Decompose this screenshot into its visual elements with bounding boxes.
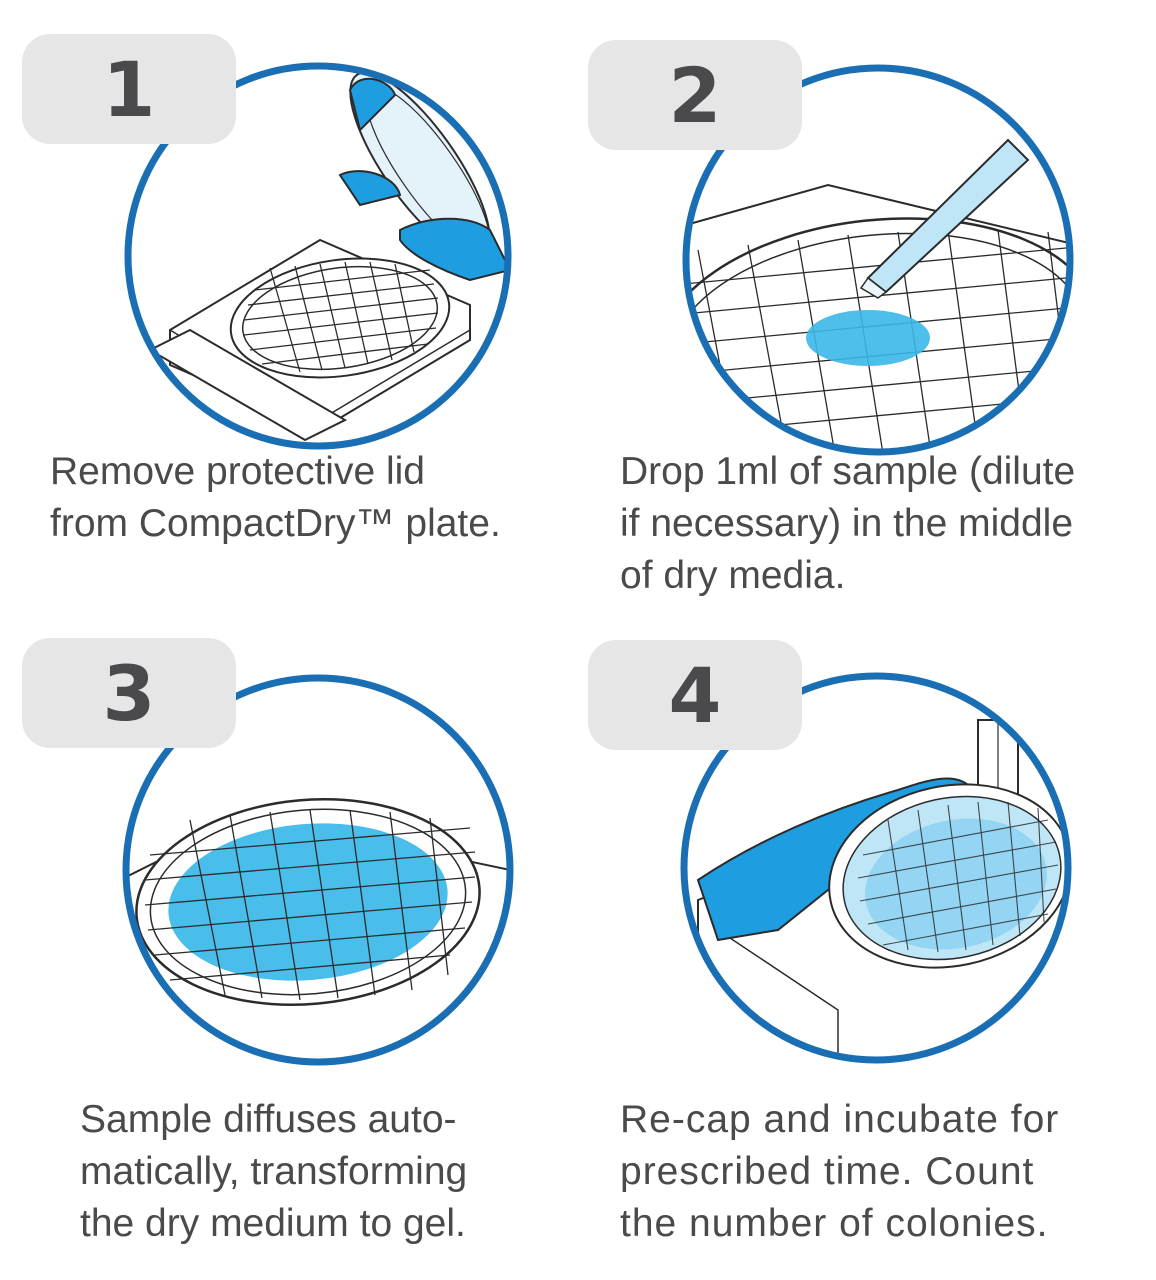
- step-4-illustration: [680, 672, 1072, 1064]
- step-number-badge: 3: [22, 638, 236, 748]
- step-number: 3: [102, 648, 156, 738]
- step-caption: Drop 1ml of sample (dilute if necessary)…: [620, 450, 1076, 597]
- step-1: 1 Remove protective lid from CompactDry™…: [0, 0, 578, 640]
- step-number-badge: 2: [588, 40, 802, 150]
- step-caption: Re-cap and incubate for prescribed time.…: [620, 1098, 1060, 1245]
- step-caption: Sample diffuses auto- matically, transfo…: [80, 1098, 468, 1245]
- step-number: 1: [102, 44, 156, 134]
- step-caption: Remove protective lid from CompactDry™ p…: [50, 450, 501, 545]
- step-number: 4: [668, 650, 722, 740]
- step-3: 3 Sample diffuses auto- matically, trans…: [0, 638, 578, 1280]
- step-number-badge: 1: [22, 34, 236, 144]
- step-4: 4 Re-cap and incubate for prescribed tim…: [578, 640, 1156, 1280]
- step-2-illustration: [682, 64, 1074, 456]
- step-3-illustration: [122, 674, 514, 1066]
- step-1-illustration: [124, 62, 512, 450]
- step-number-badge: 4: [588, 640, 802, 750]
- step-number: 2: [668, 50, 722, 140]
- step-2: 2 Drop 1ml of sample (dilute if necessar…: [578, 0, 1156, 640]
